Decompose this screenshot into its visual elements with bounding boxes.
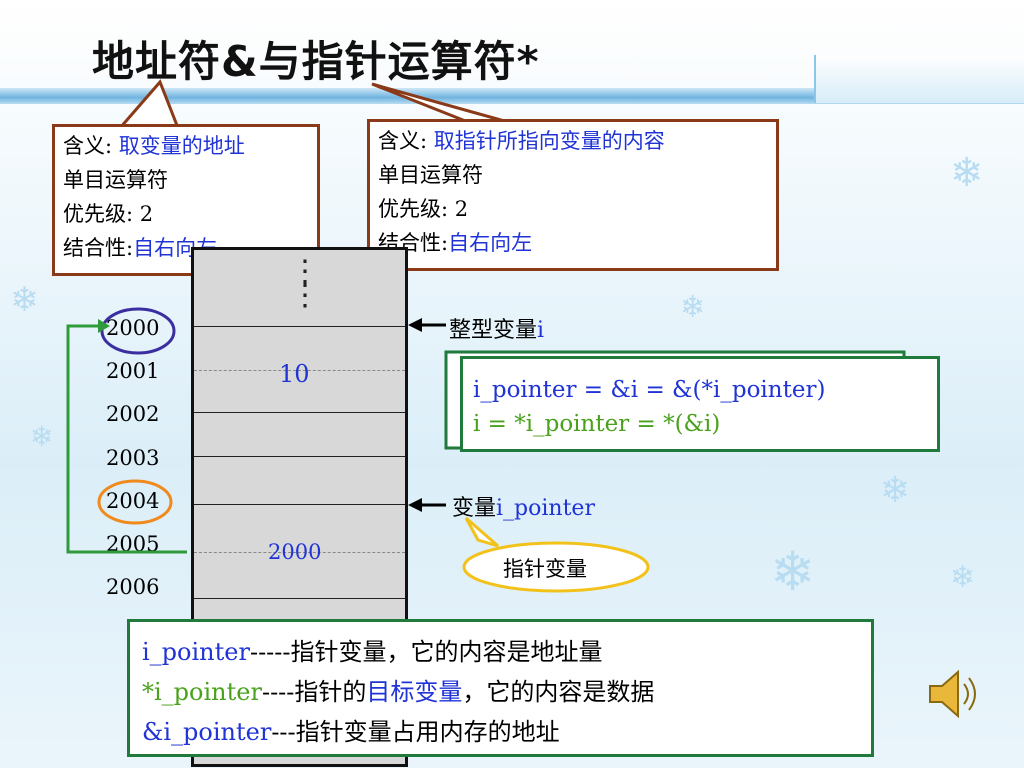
meaning-value: 取指针所指向变量的内容 bbox=[433, 129, 665, 153]
memory-cell-border bbox=[194, 456, 405, 457]
arrowhead-ptr-var bbox=[408, 498, 422, 512]
formula-line-2: i = *i_pointer = *(&i) bbox=[473, 411, 721, 437]
header-band-right bbox=[814, 55, 1024, 103]
pointer-arrowhead bbox=[98, 319, 110, 333]
pointer-bubble bbox=[462, 541, 650, 593]
summary-box: i_pointer-----指针变量，它的内容是地址量 *i_pointer--… bbox=[127, 619, 874, 757]
summary-row: *i_pointer----指针的目标变量，它的内容是数据 bbox=[142, 678, 655, 706]
meaning-label: 含义: bbox=[63, 134, 113, 158]
pointer-bubble-label: 指针变量 bbox=[503, 557, 587, 581]
memory-cell-border bbox=[194, 598, 405, 599]
memory-ellipsis: ⋮ bbox=[290, 254, 320, 289]
summary-row: &i_pointer---指针变量占用内存的地址 bbox=[142, 718, 560, 746]
callout-address-of: 含义: 取变量的地址 单目运算符 优先级: 2 结合性:自右向左 bbox=[52, 124, 320, 276]
snowflake-icon: ❄ bbox=[680, 290, 706, 325]
precedence: 优先级: 2 bbox=[378, 197, 469, 221]
page-title: 地址符&与指针运算符* bbox=[92, 37, 540, 86]
header-band bbox=[0, 88, 1024, 104]
snowflake-icon: ❄ bbox=[950, 150, 984, 196]
pointer-bubble-tail bbox=[464, 516, 499, 548]
formula-box: i_pointer = &i = &(*i_pointer) i = *i_po… bbox=[460, 356, 940, 452]
memory-cell-border bbox=[194, 552, 405, 553]
address-2006: 2006 bbox=[106, 575, 160, 599]
address-2002: 2002 bbox=[106, 402, 160, 426]
snowflake-icon: ❄ bbox=[30, 420, 54, 453]
address-2004: 2004 bbox=[106, 489, 160, 513]
circle-address-2000 bbox=[100, 307, 176, 355]
memory-cell-border bbox=[194, 504, 405, 505]
operator-kind: 单目运算符 bbox=[63, 168, 168, 192]
associativity-label: 结合性: bbox=[63, 236, 134, 260]
ptr-var-label: 变量i_pointer bbox=[452, 496, 595, 521]
value-i: 10 bbox=[279, 360, 310, 388]
memory-cell-border bbox=[194, 370, 405, 371]
snowflake-icon: ❄ bbox=[770, 540, 816, 603]
memory-ellipsis: ⋮ bbox=[290, 278, 320, 313]
memory-cell-border bbox=[194, 412, 405, 413]
memory-cell-border bbox=[194, 326, 405, 327]
address-2001: 2001 bbox=[106, 359, 160, 383]
int-var-label: 整型变量i bbox=[449, 318, 545, 343]
operator-kind: 单目运算符 bbox=[378, 163, 483, 187]
associativity-value: 自右向左 bbox=[448, 231, 533, 255]
speaker-icon[interactable] bbox=[924, 664, 982, 724]
address-2003: 2003 bbox=[106, 446, 160, 470]
meaning-label: 含义: bbox=[378, 129, 428, 153]
snowflake-icon: ❄ bbox=[10, 280, 39, 320]
summary-row: i_pointer-----指针变量，它的内容是地址量 bbox=[142, 638, 603, 666]
snowflake-icon: ❄ bbox=[880, 470, 911, 511]
pointer-arrow bbox=[66, 324, 187, 554]
address-2000: 2000 bbox=[106, 316, 160, 340]
callout-dereference: 含义: 取指针所指向变量的内容 单目运算符 优先级: 2 结合性:自右向左 bbox=[367, 119, 779, 271]
circle-address-2004 bbox=[97, 479, 173, 525]
precedence: 优先级: 2 bbox=[63, 202, 154, 226]
snowflake-icon: ❄ bbox=[950, 560, 976, 595]
arrowhead-int-var bbox=[408, 318, 422, 332]
meaning-value: 取变量的地址 bbox=[118, 134, 245, 158]
formula-line-1: i_pointer = &i = &(*i_pointer) bbox=[473, 377, 826, 403]
value-pointer: 2000 bbox=[268, 540, 322, 564]
